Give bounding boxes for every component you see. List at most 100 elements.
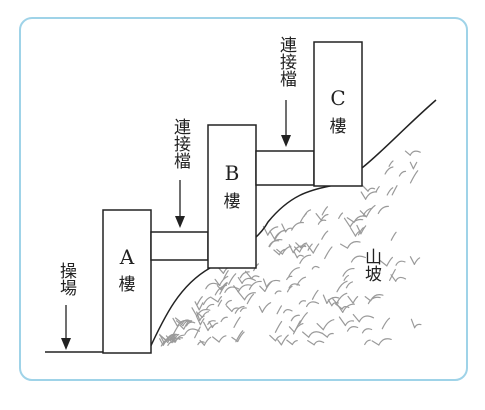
grass-stroke [388, 160, 394, 167]
grass-stroke [342, 303, 355, 313]
connector-ab [150, 231, 209, 261]
grass-stroke [359, 210, 367, 218]
grass-stroke [409, 170, 419, 184]
grass-stroke [288, 326, 295, 333]
grass-stroke [389, 268, 396, 281]
arrow-connector-1 [175, 180, 185, 228]
grass-stroke [218, 335, 227, 343]
building-b [207, 124, 257, 269]
grass-stroke [315, 213, 322, 221]
grass-stroke [241, 277, 256, 284]
grass-stroke [217, 299, 223, 307]
grass-stroke [352, 296, 359, 304]
grass-stroke [322, 319, 335, 331]
grass-stroke [327, 299, 333, 307]
grass-stroke [216, 285, 222, 291]
grass-stroke [367, 296, 381, 305]
grass-stroke [288, 283, 301, 289]
grass-stroke [285, 227, 293, 233]
grass-stroke [261, 302, 272, 313]
grass-stroke [293, 251, 298, 259]
grass-stroke [338, 316, 346, 327]
grass-stroke [207, 320, 216, 325]
grass-stroke [312, 243, 320, 254]
grass-stroke [378, 338, 392, 346]
grass-stroke [360, 225, 367, 235]
grass-stroke [183, 320, 190, 330]
grass-stroke [410, 318, 416, 329]
grass-stroke [266, 279, 281, 288]
grass-stroke [274, 229, 286, 241]
grass-stroke [346, 326, 359, 332]
grass-stroke [218, 275, 229, 286]
grass-stroke [391, 185, 398, 196]
grass-stroke [299, 213, 307, 223]
grass-stroke [172, 317, 179, 327]
grass-stroke [268, 240, 280, 247]
grass-stroke [278, 248, 286, 256]
grass-stroke [338, 212, 344, 219]
grass-stroke [167, 335, 176, 344]
grass-stroke [334, 303, 343, 310]
grass-stroke [167, 341, 176, 346]
building-a-letter: A [119, 245, 135, 269]
grass-stroke [381, 317, 391, 330]
grass-stroke [162, 339, 177, 346]
grass-stroke [248, 280, 262, 290]
grass-stroke [203, 336, 212, 346]
building-b-letter: B [225, 161, 240, 185]
grass-stroke [203, 321, 209, 332]
grass-stroke [413, 257, 421, 265]
grass-stroke [274, 290, 282, 295]
slope-label: 山坡 [361, 248, 382, 282]
building-b-word: 樓 [224, 192, 241, 212]
grass-stroke [377, 205, 389, 215]
grass-stroke [358, 315, 375, 323]
grass-stroke [340, 243, 349, 249]
grass-stroke [206, 303, 215, 310]
building-a-word: 樓 [119, 275, 136, 295]
grass-stroke [291, 221, 304, 231]
grass-stroke [212, 336, 220, 343]
grass-stroke [276, 248, 283, 255]
grass-stroke [251, 275, 260, 280]
grass-stroke [409, 150, 421, 156]
grass-stroke [311, 265, 320, 270]
grass-stroke [196, 296, 203, 305]
grass-stroke [341, 305, 350, 310]
grass-stroke [292, 245, 307, 254]
grass-stroke [353, 215, 367, 223]
grass-stroke [220, 281, 228, 291]
grass-stroke [277, 339, 282, 346]
grass-stroke [326, 296, 340, 304]
connector-bc [255, 150, 315, 186]
grass-stroke [179, 324, 185, 330]
grass-stroke [211, 322, 219, 329]
grass-stroke [224, 286, 240, 293]
grass-stroke [237, 284, 252, 293]
grass-stroke [246, 293, 254, 305]
grass-stroke [225, 299, 232, 306]
grass-stroke [294, 246, 301, 253]
grass-stroke [233, 316, 241, 328]
grass-stroke [386, 187, 394, 196]
grass-stroke [347, 295, 354, 304]
grass-stroke [217, 296, 223, 303]
grass-stroke [364, 339, 371, 346]
grass-stroke [331, 302, 339, 307]
arrow-connector-2 [281, 100, 291, 147]
building-c-letter: C [330, 86, 345, 110]
grass-stroke [237, 277, 243, 284]
slope-grass [159, 150, 422, 347]
grass-stroke [395, 276, 407, 282]
grass-stroke [211, 297, 219, 303]
grass-stroke [194, 301, 200, 311]
grass-stroke [235, 330, 244, 343]
grass-stroke [286, 285, 293, 293]
grass-stroke [199, 339, 205, 346]
arrow-playground [61, 305, 71, 350]
grass-stroke [346, 241, 361, 249]
grass-stroke [182, 320, 193, 327]
grass-stroke [361, 328, 373, 334]
grass-stroke [269, 230, 276, 240]
